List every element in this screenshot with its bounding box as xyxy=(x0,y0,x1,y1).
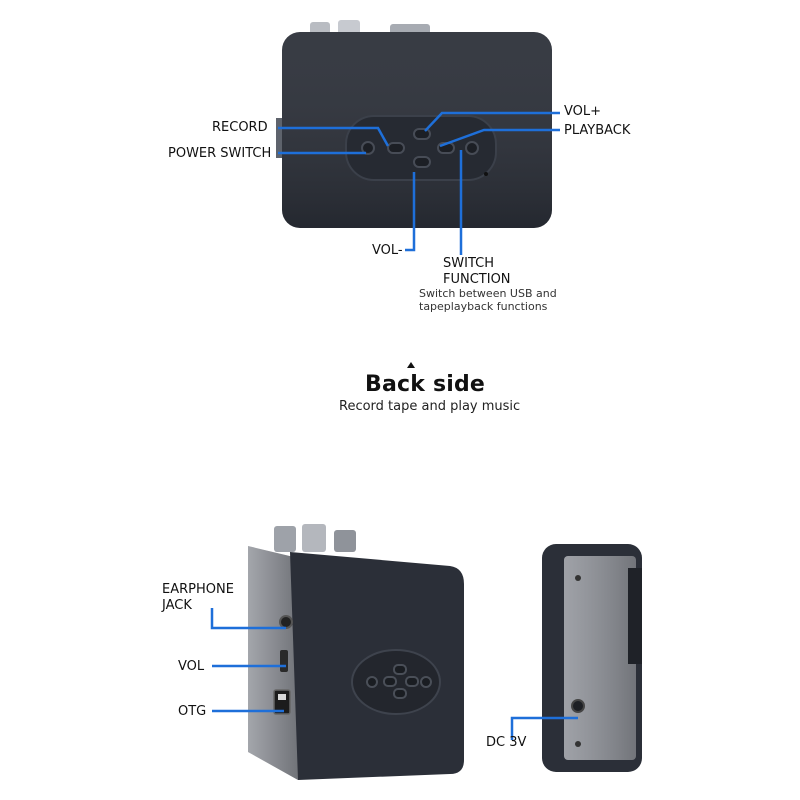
power-switch-label: POWER SWITCH xyxy=(168,146,272,161)
record-label: RECORD xyxy=(212,120,268,135)
switch-function-note: Switch between USB and tapeplayback func… xyxy=(419,287,557,313)
device-side-view xyxy=(248,524,464,780)
device-back-view xyxy=(276,20,552,228)
vol-label: VOL xyxy=(178,659,205,674)
earphone-jack-label: EARPHONE JACK xyxy=(162,582,234,613)
device-edge-view xyxy=(542,544,642,772)
section-title: Back side xyxy=(365,372,486,397)
up-arrow-icon xyxy=(407,362,415,368)
playback-label: PLAYBACK xyxy=(564,123,631,138)
vol-plus-label: VOL+ xyxy=(564,104,602,119)
otg-label: OTG xyxy=(178,704,207,719)
switch-function-label: SWITCH FUNCTION xyxy=(443,256,511,287)
dc-3v-label: DC 3V xyxy=(486,735,527,750)
vol-minus-label: VOL- xyxy=(372,243,403,258)
section-subtitle: Record tape and play music xyxy=(339,399,521,414)
